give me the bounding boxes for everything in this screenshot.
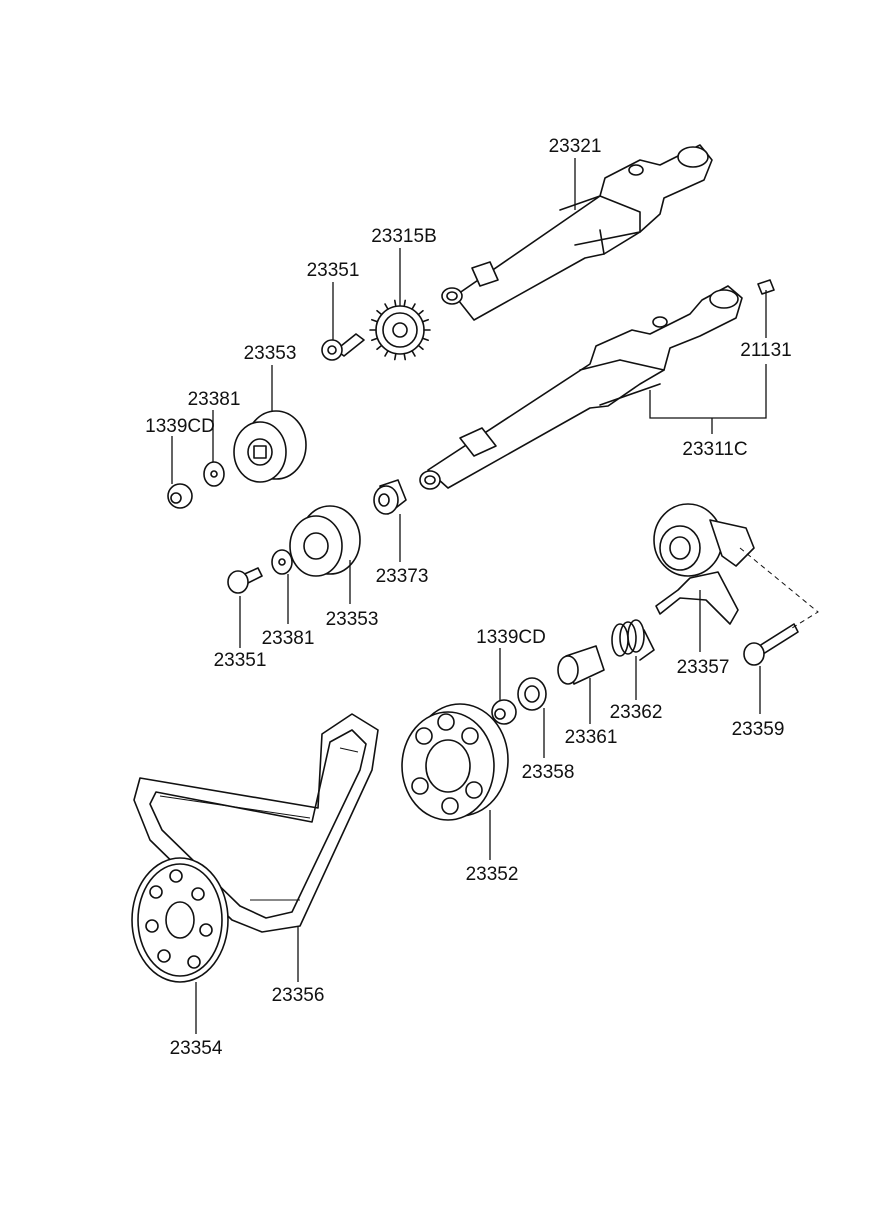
gear-tooth: [421, 318, 429, 323]
label-23381-mid: 23381: [262, 628, 315, 649]
gear-23352: [401, 703, 509, 821]
label-23315B: 23315B: [371, 226, 437, 247]
crank-pulley-23354: [131, 857, 229, 983]
label-23351-mid: 23351: [214, 650, 267, 671]
label-23359: 23359: [732, 719, 785, 740]
bolt-23359: [743, 623, 799, 666]
label-23353-mid: 23353: [326, 609, 379, 630]
label-23354: 23354: [170, 1038, 223, 1059]
label-23362: 23362: [610, 702, 663, 723]
label-23351-top: 23351: [307, 260, 360, 281]
dowel-pin-21131: [757, 279, 775, 295]
label-1339CD-left: 1339CD: [145, 416, 215, 437]
gear-23315B: [369, 299, 431, 361]
gear-tooth: [411, 303, 416, 311]
label-23352: 23352: [466, 864, 519, 885]
label-23361: 23361: [565, 727, 618, 748]
spring-23362: [611, 619, 655, 661]
label-23373: 23373: [376, 566, 429, 587]
washer-23381-top: [203, 461, 225, 487]
label-23356: 23356: [272, 985, 325, 1006]
gear-tooth: [393, 352, 397, 361]
label-23321: 23321: [549, 136, 602, 157]
bolt-23351-mid: [227, 567, 263, 594]
gear-tooth: [393, 299, 397, 308]
bolt-23351-top: [321, 333, 365, 361]
gear-tooth: [403, 352, 407, 361]
tensioner-23357: [653, 503, 755, 625]
gear-tooth: [421, 337, 429, 342]
label-23311C: 23311C: [682, 439, 747, 460]
nut-1339CD-left: [167, 483, 193, 509]
washer-23358: [517, 677, 547, 711]
pin-23361: [557, 645, 605, 685]
bushing-23373: [373, 479, 407, 515]
camshaft-23311C: [419, 285, 743, 490]
leader-lines: [171, 158, 767, 1034]
nut-1339CD-right: [491, 699, 517, 725]
camshaft-23321: [441, 144, 713, 321]
gear-tooth: [384, 349, 389, 357]
label-23358: 23358: [522, 762, 575, 783]
gear-tooth: [376, 344, 383, 351]
gear-tooth: [417, 309, 424, 316]
pulley-23353-top: [233, 410, 307, 483]
gear-tooth: [411, 349, 416, 357]
gear-tooth: [376, 309, 383, 316]
timing-belt-23356: [133, 713, 379, 933]
gear-tooth: [384, 303, 389, 311]
label-1339CD-right: 1339CD: [476, 627, 546, 648]
gear-tooth: [403, 299, 407, 308]
washer-23381-mid: [271, 549, 293, 575]
pulley-23353-mid: [289, 505, 361, 577]
label-23357: 23357: [677, 657, 730, 678]
gear-tooth: [371, 337, 379, 342]
gear-tooth: [371, 318, 379, 323]
gear-tooth: [417, 344, 424, 351]
label-21131: 21131: [740, 340, 791, 361]
label-23353-top: 23353: [244, 343, 297, 364]
label-23381-top: 23381: [188, 389, 241, 410]
